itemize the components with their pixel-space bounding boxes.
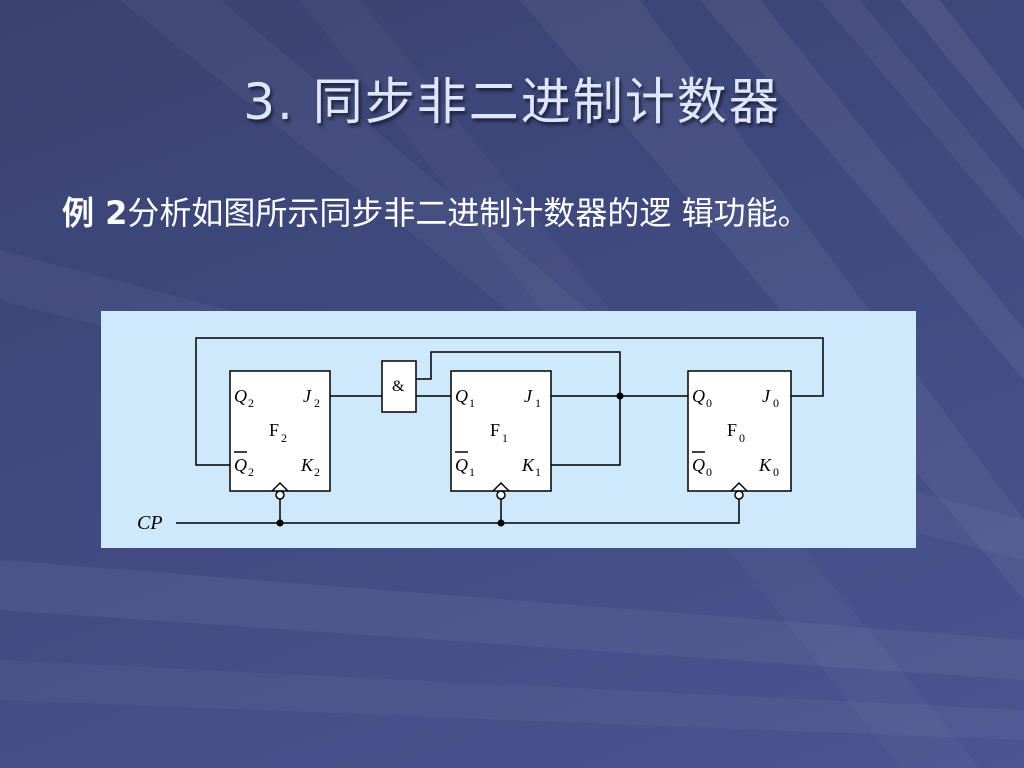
f1-j-label: J <box>524 386 533 406</box>
f1-qbar-subscript: 1 <box>469 465 475 479</box>
problem-statement: 例 2分析如图所示同步非二进制计数器的逻 辑功能。 <box>62 188 810 234</box>
clock-triangle-f0 <box>730 481 748 492</box>
f0-q-subscript: 0 <box>706 396 712 410</box>
clock-triangle-f2 <box>271 481 289 492</box>
f2-name-label: F <box>269 420 279 440</box>
f2-k-label: K <box>300 455 314 475</box>
junction-dot-clock-f1 <box>497 519 505 527</box>
and-gate-box <box>381 360 417 413</box>
f2-qbar-subscript: 2 <box>248 465 254 479</box>
example-number: 例 2 <box>62 194 128 232</box>
f1-qbar-label: Q <box>455 455 468 475</box>
flipflop-f0-box <box>687 370 792 492</box>
slide-title: 3. 同步非二进制计数器 <box>243 73 781 131</box>
f1-k-label: K <box>521 455 535 475</box>
clock-bubble-f0 <box>734 490 744 500</box>
f0-name-subscript: 0 <box>739 431 745 445</box>
flipflop-f2-box <box>229 370 331 492</box>
and-input-wire-1 <box>416 351 621 396</box>
clock-bubble-f1 <box>496 490 506 500</box>
f0-name-label: F <box>727 420 737 440</box>
junction-dot-clock-f2 <box>276 519 284 527</box>
f0-qbar-subscript: 0 <box>706 465 712 479</box>
f1-q-subscript: 1 <box>469 396 475 410</box>
clock-wire <box>176 499 740 524</box>
f2-k-subscript: 2 <box>314 465 320 479</box>
and-gate-label: & <box>392 378 405 395</box>
f0-j-subscript: 0 <box>773 396 779 410</box>
f2-q-subscript: 2 <box>248 396 254 410</box>
f0-j-label: J <box>762 386 771 406</box>
flipflop-f1-box <box>450 370 552 492</box>
f1-q-label: Q <box>455 386 468 406</box>
f2-qbar-label: Q <box>234 455 247 475</box>
circuit-diagram: & CP Q 2 J 2 F 2 Q 2 K 2 Q 1 J 1 F 1 Q 1… <box>137 337 824 534</box>
problem-text: 分析如图所示同步非二进制计数器的逻 辑功能。 <box>127 194 810 232</box>
f2-q-label: Q <box>234 386 247 406</box>
f1-k-subscript: 1 <box>535 465 541 479</box>
junction-dot-j-line <box>616 392 624 400</box>
f0-qbar-label: Q <box>692 455 705 475</box>
f1-name-label: F <box>490 420 500 440</box>
f0-q-label: Q <box>692 386 705 406</box>
f2-j-subscript: 2 <box>314 396 320 410</box>
f0-k-subscript: 0 <box>773 465 779 479</box>
f2-name-subscript: 2 <box>281 431 287 445</box>
k1-wire <box>551 396 621 466</box>
f2-j-label: J <box>303 386 312 406</box>
f1-name-subscript: 1 <box>502 431 508 445</box>
clock-triangle-f1 <box>492 481 510 492</box>
f0-k-label: K <box>758 455 772 475</box>
clock-bubble-f2 <box>275 490 285 500</box>
f1-j-subscript: 1 <box>535 396 541 410</box>
feedback-wire-top <box>195 337 824 466</box>
clock-label: CP <box>137 512 163 534</box>
